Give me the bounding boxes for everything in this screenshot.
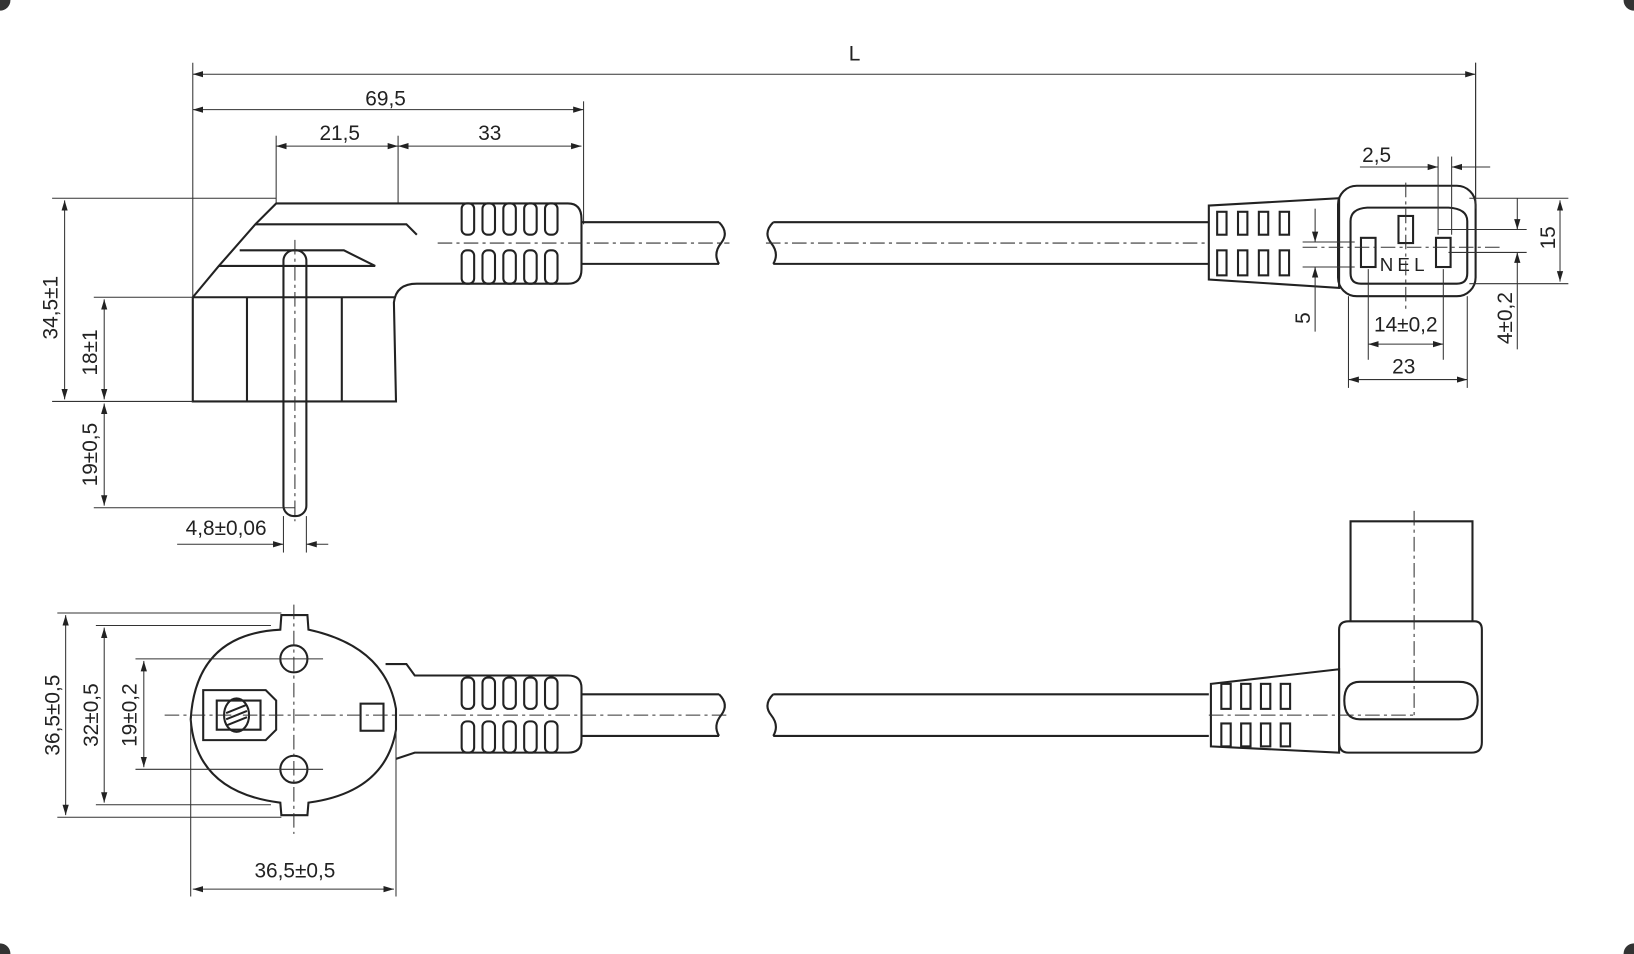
label-total-length: L xyxy=(849,43,861,66)
label-pin-length: 19±0,5 xyxy=(79,423,102,487)
plug-face-view: 36,5±0,5 32±0,5 19±0,2 36,5±0,5 xyxy=(41,604,730,897)
label-coupler-pin-height: 4±0,2 xyxy=(1494,292,1517,344)
cable-bottom xyxy=(581,693,1209,738)
label-face-mid: 32±0,5 xyxy=(80,683,103,747)
label-pin-diameter: 4,8±0,06 xyxy=(186,517,267,540)
label-face-width: 36,5±0,5 xyxy=(254,860,335,883)
label-plug-grip: 33 xyxy=(478,122,501,145)
label-plug-body: 18±1 xyxy=(79,329,102,375)
label-pin-spacing: 19±0,2 xyxy=(119,683,142,747)
coupler-side-view xyxy=(1208,510,1483,754)
label-coupler-height: 15 xyxy=(1537,226,1560,249)
label-coupler-offset: 2,5 xyxy=(1362,144,1391,167)
pin-labels-nel: NEL xyxy=(1380,254,1429,275)
label-plug-length: 69,5 xyxy=(365,87,406,110)
cable-top xyxy=(581,221,1209,265)
label-plug-offset: 21,5 xyxy=(319,122,360,145)
label-coupler-pin-offset: 5 xyxy=(1292,312,1315,324)
label-coupler-width: 23 xyxy=(1392,355,1415,378)
coupler-front-view: NEL 2,5 15 4±0,2 5 14±0,2 23 xyxy=(1207,62,1569,388)
label-face-outer: 36,5±0,5 xyxy=(41,675,64,756)
label-plug-height: 34,5±1 xyxy=(39,276,62,340)
label-coupler-pin-spacing: 14±0,2 xyxy=(1374,314,1438,337)
plug-side-view: 69,5 21,5 33 34,5±1 18±1 19±0,5 xyxy=(39,87,730,553)
plug-grip-ribs xyxy=(460,202,559,285)
